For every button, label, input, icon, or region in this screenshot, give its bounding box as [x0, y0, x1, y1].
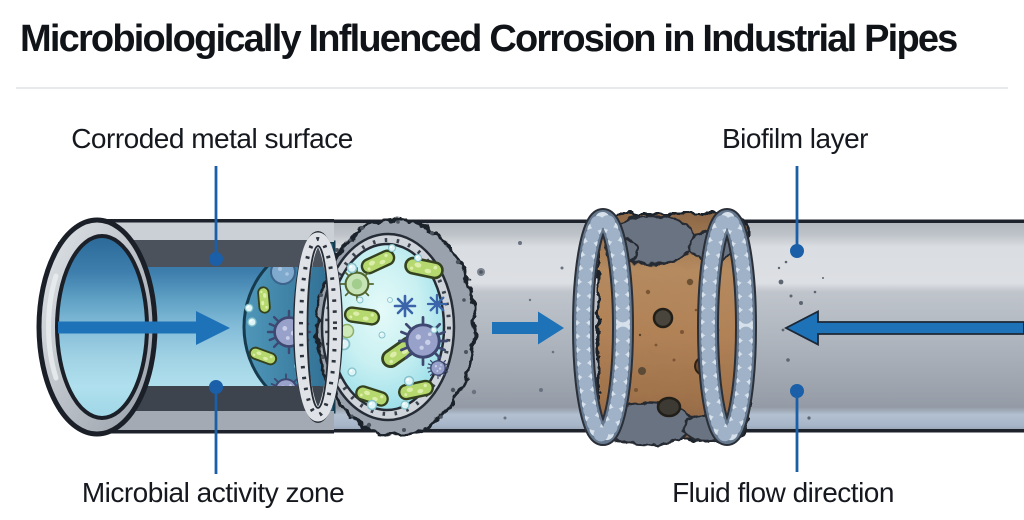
- leader-biofilm-layer: [790, 166, 804, 258]
- weld-ring-left: [572, 208, 634, 446]
- corroded-band: [572, 208, 757, 447]
- weld-ring-right: [697, 208, 757, 446]
- callout-biofilm-layer: Biofilm layer: [722, 123, 868, 154]
- page-title: Microbiologically Influenced Corrosion i…: [20, 18, 958, 60]
- cut-pipe-walls: [92, 219, 334, 434]
- callout-microbial-activity-zone: Microbial activity zone: [81, 477, 345, 508]
- leader-microbial-activity-zone: [209, 380, 223, 474]
- biofilm-cross-section: [315, 217, 477, 437]
- riveted-collar-ring: [293, 231, 343, 423]
- flow-arrow-right-icon: [58, 311, 230, 345]
- callout-fluid-flow-direction: Fluid flow direction: [672, 477, 894, 508]
- pipe-cutaway-section: [36, 217, 336, 437]
- biofilm-ring-stipples: [319, 220, 468, 432]
- leader-corroded-metal-surface: [209, 166, 223, 266]
- callout-corroded-metal-surface: Corroded metal surface: [71, 123, 353, 154]
- leader-fluid-flow-direction: [790, 384, 804, 472]
- flow-arrow-left-icon: [784, 310, 1024, 346]
- flow-arrow-right-mid-icon: [492, 311, 564, 345]
- divider: [16, 87, 1008, 89]
